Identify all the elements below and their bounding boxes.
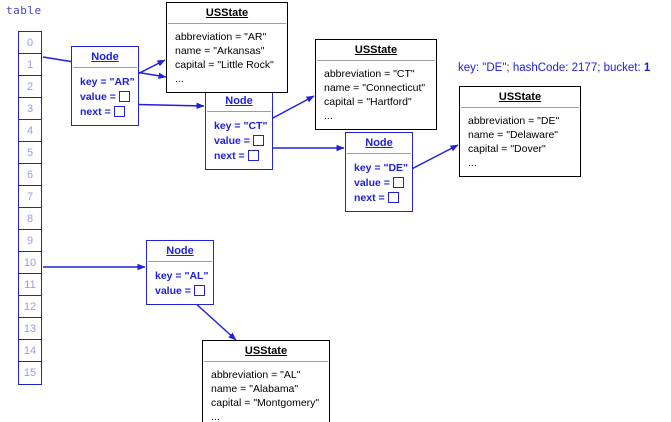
node-al-value-label: value = [155, 284, 191, 297]
state-ar-ellipsis: ... [175, 73, 184, 85]
state-al-name: name = "Alabama" [211, 383, 299, 395]
node-ct-body: key = "CT" value = next = [206, 112, 272, 169]
table-cell-5[interactable]: 5 [19, 142, 41, 164]
state-ct-ellipsis: ... [324, 110, 333, 122]
state-ar-capital: capital = "Little Rock" [175, 59, 274, 71]
state-ct-divider [317, 60, 435, 61]
table-cell-14[interactable]: 14 [19, 340, 41, 362]
node-ct-next-field: next = [214, 148, 264, 163]
state-al-body: abbreviation = "AL" name = "Alabama" cap… [203, 362, 329, 422]
node-al-title: Node [166, 245, 194, 257]
node-ar-next-slot[interactable] [113, 106, 125, 117]
state-al-title: USState [244, 345, 288, 357]
table-cell-10[interactable]: 10 [19, 252, 41, 274]
state-de-title: USState [498, 91, 542, 103]
node-ct-key-field: key = "CT" [214, 118, 268, 133]
node-de[interactable]: Node key = "DE" value = next = [345, 132, 413, 212]
node-al-key-field: key = "AL" [155, 268, 209, 283]
state-ct-capital: capital = "Hartford" [324, 96, 412, 108]
node-al-value-slot[interactable] [193, 285, 205, 296]
node-al-divider [148, 261, 212, 262]
state-ct[interactable]: USState abbreviation = "CT" name = "Conn… [315, 39, 437, 130]
table-cell-11[interactable]: 11 [19, 274, 41, 296]
state-de-name: name = "Delaware" [468, 129, 559, 141]
table-cell-8[interactable]: 8 [19, 208, 41, 230]
node-ar-key-field: key = "AR" [80, 74, 135, 89]
node-ct-value-label: value = [214, 134, 250, 147]
state-ar-divider [168, 23, 286, 24]
state-de-divider [461, 107, 579, 108]
table-cell-3[interactable]: 3 [19, 98, 41, 120]
hash-annotation-bucket: 1 [643, 62, 651, 74]
state-al-abbreviation: abbreviation = "AL" [211, 369, 301, 381]
state-al-ellipsis: ... [211, 411, 220, 422]
node-de-value-field: value = [354, 175, 404, 190]
table-cell-12[interactable]: 12 [19, 296, 41, 318]
state-de[interactable]: USState abbreviation = "DE" name = "Dela… [459, 86, 581, 177]
node-de-value-slot[interactable] [392, 177, 404, 188]
node-de-divider [347, 153, 411, 154]
state-ar[interactable]: USState abbreviation = "AR" name = "Arka… [166, 2, 288, 93]
state-al[interactable]: USState abbreviation = "AL" name = "Alab… [202, 340, 330, 422]
state-ar-abbreviation: abbreviation = "AR" [175, 31, 267, 43]
node-ct-value-field: value = [214, 133, 264, 148]
state-de-capital: capital = "Dover" [468, 143, 546, 155]
table-cell-9[interactable]: 9 [19, 230, 41, 252]
state-ct-abbreviation: abbreviation = "CT" [324, 68, 415, 80]
state-ar-body: abbreviation = "AR" name = "Arkansas" ca… [167, 24, 287, 92]
node-de-key-field: key = "DE" [354, 160, 408, 175]
node-al-value-field: value = [155, 283, 205, 298]
node-de-value-label: value = [354, 176, 390, 189]
node-ar-value-field: value = [80, 89, 130, 104]
state-de-body: abbreviation = "DE" name = "Delaware" ca… [460, 108, 580, 176]
node-de-title: Node [365, 137, 393, 149]
table-cell-7[interactable]: 7 [19, 186, 41, 208]
node-ar-next-field: next = [80, 104, 130, 119]
node-ct[interactable]: Node key = "CT" value = next = [205, 90, 273, 170]
state-ar-title: USState [205, 7, 249, 19]
node-de-key-label: key = "DE" [354, 161, 409, 174]
table-cell-6[interactable]: 6 [19, 164, 41, 186]
hash-annotation-text: key: "DE"; hashCode: 2177; bucket: [458, 62, 644, 74]
state-al-divider [204, 361, 328, 362]
node-ar-title: Node [91, 51, 119, 63]
table-cell-4[interactable]: 4 [19, 120, 41, 142]
table-label: table [6, 4, 42, 17]
table-cell-2[interactable]: 2 [19, 76, 41, 98]
node-ar[interactable]: Node key = "AR" value = next = [71, 46, 139, 126]
table-cell-13[interactable]: 13 [19, 318, 41, 340]
state-ct-body: abbreviation = "CT" name = "Connecticut"… [316, 61, 436, 129]
node-ct-key-label: key = "CT" [214, 119, 268, 132]
node-ct-title: Node [225, 95, 253, 107]
node-ct-value-slot[interactable] [252, 135, 264, 146]
table-array: 0 1 2 3 4 5 6 7 8 9 10 11 12 13 14 15 [18, 31, 42, 385]
node-de-next-slot[interactable] [387, 192, 399, 203]
node-al-body: key = "AL" value = [147, 262, 213, 304]
hash-annotation: key: "DE"; hashCode: 2177; bucket: 1 [458, 62, 650, 74]
table-cell-15[interactable]: 15 [23, 367, 37, 379]
node-ar-next-label: next = [80, 105, 111, 118]
node-de-next-label: next = [354, 191, 385, 204]
node-ct-divider [207, 111, 271, 112]
state-ar-name: name = "Arkansas" [175, 45, 265, 57]
state-de-ellipsis: ... [468, 157, 477, 169]
node-ar-value-label: value = [80, 90, 116, 103]
node-ar-body: key = "AR" value = next = [72, 68, 138, 125]
node-ct-next-slot[interactable] [247, 150, 259, 161]
node-de-next-field: next = [354, 190, 404, 205]
state-de-abbreviation: abbreviation = "DE" [468, 115, 560, 127]
table-cell-1[interactable]: 1 [19, 54, 41, 76]
node-ar-key-label: key = "AR" [80, 75, 135, 88]
state-al-capital: capital = "Montgomery" [211, 397, 320, 409]
state-ct-title: USState [354, 44, 398, 56]
node-al[interactable]: Node key = "AL" value = [146, 240, 214, 305]
table-cell-0[interactable]: 0 [19, 32, 41, 54]
node-ar-value-slot[interactable] [118, 91, 130, 102]
state-ct-name: name = "Connecticut" [324, 82, 426, 94]
node-ct-next-label: next = [214, 149, 245, 162]
node-ar-divider [73, 67, 137, 68]
node-de-body: key = "DE" value = next = [346, 154, 412, 211]
node-al-key-label: key = "AL" [155, 269, 209, 282]
